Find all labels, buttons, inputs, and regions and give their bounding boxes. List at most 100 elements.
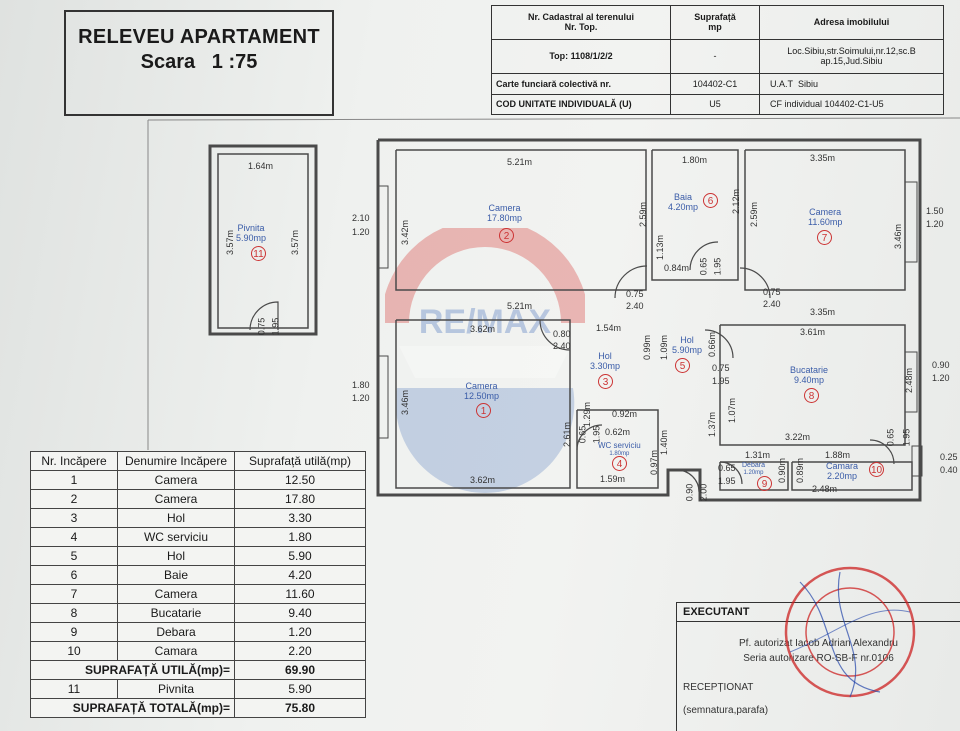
dim: 1.95 (901, 428, 912, 447)
piv-name: Pivnita (117, 679, 235, 699)
title-box: RELEVEU APARTAMENT Scara 1 :75 (64, 10, 334, 116)
dim: 1.20 (352, 227, 370, 237)
room-number: 1 (476, 403, 491, 418)
dim: 1.40m (659, 429, 670, 456)
dim: 2.10 (352, 213, 370, 223)
executant-line1: Pf. autorizat Iacob Adrian Alexandru (739, 638, 898, 649)
room-nr: 5 (30, 546, 118, 566)
total-value: 75.80 (234, 698, 366, 718)
dim: 0.89m (795, 457, 806, 484)
th-name: Denumire Incăpere (117, 451, 235, 471)
dim: 0.40 (940, 465, 958, 475)
room-number: 4 (612, 456, 627, 471)
dim: 3.46m (400, 389, 411, 416)
dim: 0.75 (256, 317, 267, 336)
dim: 1.64m (248, 161, 274, 171)
dim: 1.50 (926, 206, 944, 216)
room-name: Camera (117, 584, 235, 604)
room-area: 2.20 (234, 641, 366, 661)
dim: 1.29m (582, 401, 593, 428)
dim: 0.62m (605, 427, 631, 437)
room-number: 2 (499, 228, 514, 243)
dim: 1.59m (600, 474, 626, 484)
room-nr: 9 (30, 622, 118, 642)
dim: 3.62m (470, 324, 496, 334)
scale-label: Scara (140, 51, 196, 73)
dim: 1.31m (745, 450, 771, 460)
room-nr: 1 (30, 470, 118, 490)
room-area: 9.40 (234, 603, 366, 623)
room-area: 17.80 (234, 489, 366, 509)
dim: 3.22m (785, 432, 811, 442)
dim: 1.88m (825, 450, 851, 460)
dim: 2.59m (749, 201, 760, 228)
room-nr: 6 (30, 565, 118, 585)
room-name: Hol (117, 546, 235, 566)
room-name: Camera (117, 470, 235, 490)
room-area: 1.80 (234, 527, 366, 547)
dim: 3.62m (470, 475, 496, 485)
room-number: 3 (598, 374, 613, 389)
dim: 3.42m (400, 219, 411, 246)
dim: 0.90m (777, 457, 788, 484)
room-number: 5 (675, 358, 690, 373)
dim: 1.37m (707, 411, 718, 438)
svg-text:RE/MAX: RE/MAX (419, 303, 552, 341)
dim: 2.12m (731, 188, 742, 215)
room-name: Bucatarie (117, 603, 235, 623)
room-area: 12.50 (234, 470, 366, 490)
dim: 1.95 (712, 257, 723, 276)
room-nr: 7 (30, 584, 118, 604)
room-area: 3.30 (234, 508, 366, 528)
dim: 1.80 (352, 380, 370, 390)
remax-logo: RE/MAX (385, 228, 585, 493)
dim: 1.54m (596, 323, 622, 333)
room-area: 5.90 (234, 546, 366, 566)
dim: 0.90 (684, 483, 695, 502)
cf-ind: CF individual 104402-C1-U5 (759, 93, 944, 116)
dim: 2.61m (562, 421, 573, 448)
room-name: Camera (117, 489, 235, 509)
room-nr: 10 (30, 641, 118, 661)
dim: 1.20 (352, 393, 370, 403)
dim: 2.40 (553, 341, 571, 351)
piv-area: 5.90 (234, 679, 366, 699)
executant-header: EXECUTANT (677, 603, 960, 622)
executant-box: EXECUTANT Pf. autorizat Iacob Adrian Ale… (676, 602, 960, 731)
scale-value: 1 :75 (211, 51, 258, 73)
th-nr: Nr. Incăpere (30, 451, 118, 471)
dim: 0.97m (649, 449, 660, 476)
room-nr: 3 (30, 508, 118, 528)
th-area: Suprafață utilă(mp) (234, 451, 366, 471)
dim: 2.00 (698, 483, 709, 502)
dim: 0.65 (577, 425, 588, 444)
title: RELEVEU APARTAMENT (78, 26, 320, 48)
total-label: SUPRAFAȚĂ TOTALĂ(mp)= (30, 698, 235, 718)
dim: 1.07m (727, 397, 738, 424)
dim: 1.13m (655, 234, 666, 261)
room-nr: 8 (30, 603, 118, 623)
room-name: WC serviciu (117, 527, 235, 547)
dim: 0.90 (932, 360, 950, 370)
dim: 2.40 (763, 299, 781, 309)
util-value: 69.90 (234, 660, 366, 680)
dim: 0.75 (712, 363, 730, 373)
dim: 0.80 (553, 329, 571, 339)
dim: 5.21m (507, 157, 533, 167)
